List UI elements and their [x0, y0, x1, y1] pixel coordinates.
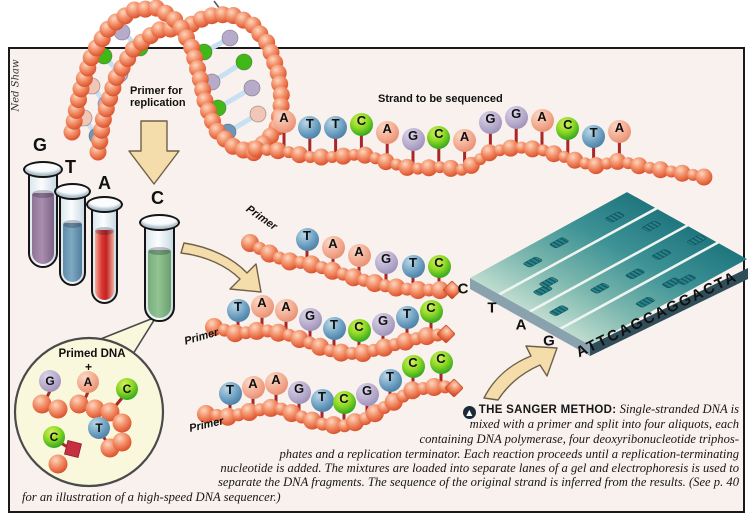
nucleotide-ball-t: T: [378, 368, 402, 392]
caption-line-4: phates and a replication terminator. Eac…: [279, 447, 740, 461]
test-tube-glass: [28, 168, 58, 268]
nucleotide-ball-c: C: [332, 390, 356, 414]
test-tube-a: [86, 196, 123, 304]
test-tube-g: [23, 161, 63, 268]
nucleotide-ball-c: C: [556, 116, 580, 140]
nucleotide-ball-a: A: [250, 294, 274, 318]
up-arrow-circle-icon: ▲: [462, 406, 476, 419]
tube-liquid-a: [95, 227, 114, 300]
nucleotide-ball-t: T: [226, 298, 250, 322]
nucleotide-ball-a: A: [274, 298, 298, 322]
nucleotide-ball-c: C: [349, 112, 373, 136]
nucleotide-ball-a: A: [77, 371, 99, 393]
nucleotide-ball-t: T: [322, 316, 346, 340]
test-tube-c: [139, 214, 180, 322]
terminator-square: [64, 440, 82, 458]
primer-for-replication-line2: replication: [130, 97, 186, 109]
nucleotide-ball-t: T: [324, 115, 348, 139]
nucleotide-ball-t: T: [310, 388, 334, 412]
nucleotide-ball-g: G: [298, 307, 322, 331]
test-tube-t: [54, 183, 91, 286]
product-strand-2: [205, 315, 455, 362]
nucleotide-ball-t: T: [218, 381, 242, 405]
curved-arrow-to-gel: [483, 345, 558, 401]
nucleotide-ball-c: C: [427, 254, 451, 278]
caption-line-6: separate the DNA fragments. The sequence…: [218, 475, 739, 489]
caption-line-1: ▲THE SANGER METHOD: Single-stranded DNA …: [462, 402, 739, 419]
nucleotide-ball-t: T: [401, 254, 425, 278]
nucleotide-ball-t: T: [395, 305, 419, 329]
test-tube-rim: [139, 214, 180, 231]
nucleotide-ball-c: C: [347, 318, 371, 342]
nucleotide-ball-a: A: [530, 108, 554, 132]
test-tube-glass: [91, 203, 118, 304]
test-tube-rim: [54, 183, 91, 200]
caption-line-3: containing DNA polymerase, four deoxyrib…: [419, 432, 739, 446]
nucleotide-ball-t: T: [298, 115, 322, 139]
tube-label-g: G: [33, 135, 48, 155]
strand-to-be-sequenced-label: Strand to be sequenced: [378, 93, 503, 105]
electrophoresis-gel: [470, 192, 748, 356]
nucleotide-ball-g: G: [374, 250, 398, 274]
gel-read-sequence: ATTCAGCAGGACTA: [573, 267, 741, 362]
nucleotide-ball-c: C: [401, 354, 425, 378]
nucleotide-ball-a: A: [272, 109, 296, 133]
test-tube-rim: [86, 196, 123, 213]
primed-dna-label: Primed DNA: [58, 348, 126, 360]
caption-text: Single-stranded DNA is: [619, 402, 739, 416]
nucleotide-ball-c: C: [116, 378, 138, 400]
primer-for-replication-label: Primer for replication: [130, 85, 186, 109]
curved-arrow-to-strands: [180, 242, 262, 293]
template-strand: [247, 126, 713, 186]
nucleotide-ball-t: T: [582, 124, 606, 148]
nucleotide-ball-g: G: [401, 127, 425, 151]
caption-line-5: nucleotide is added. The mixtures are lo…: [220, 461, 739, 475]
nucleotide-ball-g: G: [355, 382, 379, 406]
gel-lane-label-g: G: [543, 332, 555, 350]
nucleotide-ball-a: A: [607, 119, 631, 143]
nucleotide-ball-g: G: [39, 370, 61, 392]
caption-line-2: mixed with a primer and split into four …: [469, 417, 739, 431]
plus-sign: +: [85, 360, 93, 374]
gel-lane-label-t: T: [487, 299, 497, 317]
nucleotide-ball-g: G: [504, 105, 528, 129]
nucleotide-ball-c: C: [429, 350, 453, 374]
nucleotide-ball-a: A: [453, 128, 477, 152]
nucleotide-ball-a: A: [347, 243, 371, 267]
tube-label-a: A: [98, 173, 111, 193]
nucleotide-ball-t: T: [88, 417, 110, 439]
test-tube-glass: [59, 190, 86, 286]
tube-label-t: T: [65, 157, 76, 177]
primer-label-1: Primer: [243, 203, 280, 233]
caption-lead: THE SANGER METHOD:: [478, 404, 617, 416]
primer-label-2: Primer: [183, 326, 220, 348]
down-arrow: [128, 120, 180, 185]
nucleotide-ball-a: A: [264, 371, 288, 395]
test-tube-glass: [144, 221, 175, 322]
nucleotide-ball-a: A: [241, 375, 265, 399]
test-tube-rim: [23, 161, 63, 178]
nucleotide-ball-t: T: [295, 227, 319, 251]
artist-credit: Ned Shaw: [10, 59, 22, 112]
nucleotide-ball-c: C: [43, 426, 65, 448]
caption-line-7: for an illustration of a high-speed DNA …: [22, 490, 281, 504]
nucleotide-ball-a: A: [321, 235, 345, 259]
primer-label-3: Primer: [188, 415, 225, 435]
flow-arrows: [128, 120, 558, 401]
tube-liquid-g: [32, 189, 54, 264]
primer-for-replication-line1: Primer for: [130, 85, 183, 97]
tube-liquid-t: [63, 220, 82, 282]
nucleotide-ball-g: G: [371, 312, 395, 336]
nucleotide-ball-g: G: [478, 110, 502, 134]
tube-liquid-c: [148, 247, 171, 318]
nucleotide-ball-c: C: [419, 299, 443, 323]
gel-lane-label-a: A: [515, 316, 527, 334]
nucleotide-ball-g: G: [287, 380, 311, 404]
nucleotide-ball-c: C: [427, 125, 451, 149]
nucleotide-ball-a: A: [375, 120, 399, 144]
gel-lane-label-c: C: [457, 280, 469, 298]
tube-label-c: C: [151, 188, 164, 208]
